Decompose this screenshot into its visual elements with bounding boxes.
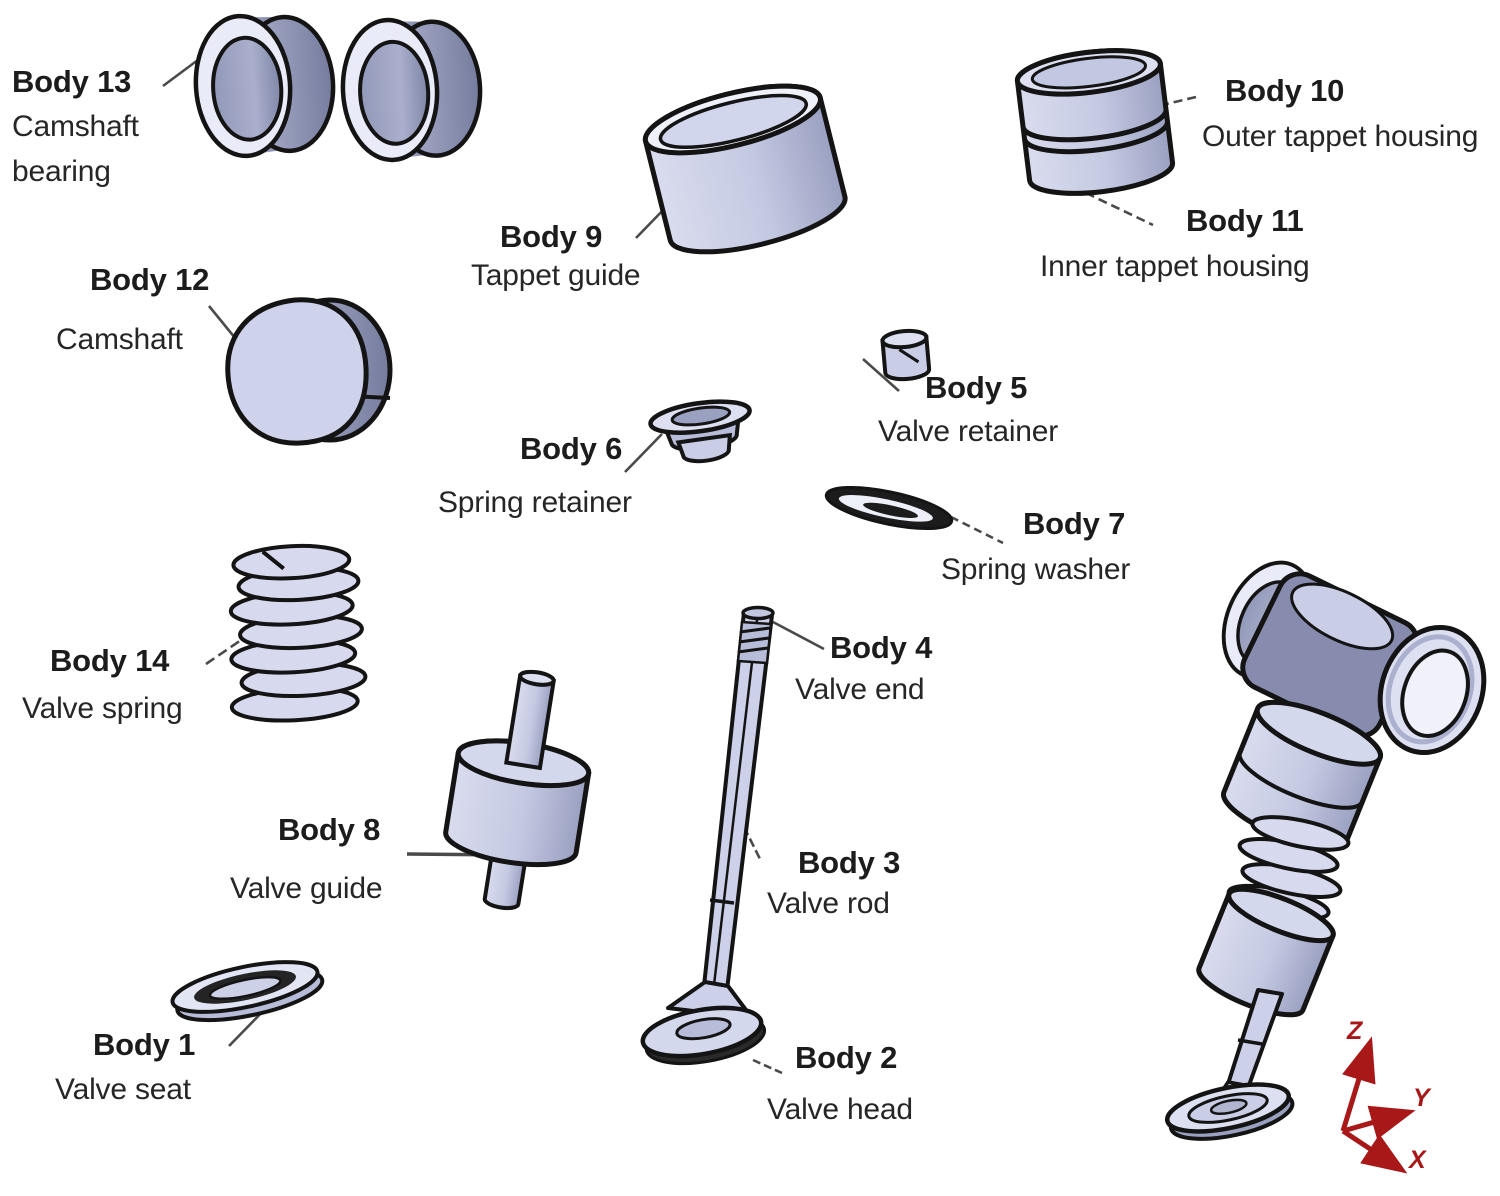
label-body13-desc1: Camshaft <box>12 110 139 143</box>
valve-seat-part <box>170 960 325 1023</box>
label-body11-title: Body 11 <box>1186 203 1304 238</box>
axis-y-label: Y <box>1413 1084 1430 1112</box>
spring-retainer-part <box>648 399 752 464</box>
label-body13-desc2: bearing <box>12 155 111 188</box>
tappet-housing-part <box>1014 48 1176 196</box>
axis-z-label: Z <box>1347 1017 1363 1045</box>
label-body10-title: Body 10 <box>1225 73 1345 108</box>
coordinate-axes-icon <box>1340 1036 1416 1174</box>
axis-x-label: X <box>1409 1146 1426 1174</box>
assembled-valve-assembly <box>1164 546 1487 1141</box>
label-body6-desc: Spring retainer <box>438 486 632 519</box>
label-body13-title: Body 13 <box>12 64 132 99</box>
label-body2-desc: Valve head <box>767 1093 913 1126</box>
valve-part <box>640 605 775 1066</box>
label-body1-desc: Valve seat <box>55 1073 191 1106</box>
tappet-guide-part <box>642 83 848 255</box>
label-body9-desc: Tappet guide <box>471 259 641 292</box>
label-body3-title: Body 3 <box>798 845 901 880</box>
label-body8-desc: Valve guide <box>230 872 383 905</box>
camshaft-part <box>225 297 393 446</box>
label-body14-title: Body 14 <box>50 643 170 678</box>
label-body8-title: Body 8 <box>278 812 381 847</box>
label-body12-desc: Camshaft <box>56 323 183 356</box>
label-body6-title: Body 6 <box>520 431 623 466</box>
valve-head <box>640 980 767 1066</box>
label-body4-desc: Valve end <box>795 673 925 706</box>
label-body10-desc: Outer tappet housing <box>1202 120 1479 153</box>
label-body7-desc: Spring washer <box>941 553 1131 586</box>
valve-spring-part <box>228 543 368 723</box>
valve-retainer-part <box>880 328 932 382</box>
label-body12-title: Body 12 <box>90 262 210 297</box>
label-body11-desc: Inner tappet housing <box>1040 250 1310 283</box>
label-body4-title: Body 4 <box>830 630 933 665</box>
label-body2-title: Body 2 <box>795 1040 898 1075</box>
label-body1-title: Body 1 <box>93 1027 196 1062</box>
label-body9-title: Body 9 <box>500 219 603 254</box>
label-body3-desc: Valve rod <box>767 887 890 920</box>
camshaft-bearing-part <box>191 10 483 162</box>
label-body5-desc: Valve retainer <box>878 415 1059 448</box>
spring-washer-part <box>824 485 954 531</box>
label-body5-title: Body 5 <box>925 370 1028 405</box>
label-body7-title: Body 7 <box>1023 506 1126 541</box>
valve-end-thread <box>736 605 775 665</box>
valve-guide-part <box>443 669 592 911</box>
leader-lines <box>162 46 1197 1075</box>
label-body14-desc: Valve spring <box>22 692 183 725</box>
